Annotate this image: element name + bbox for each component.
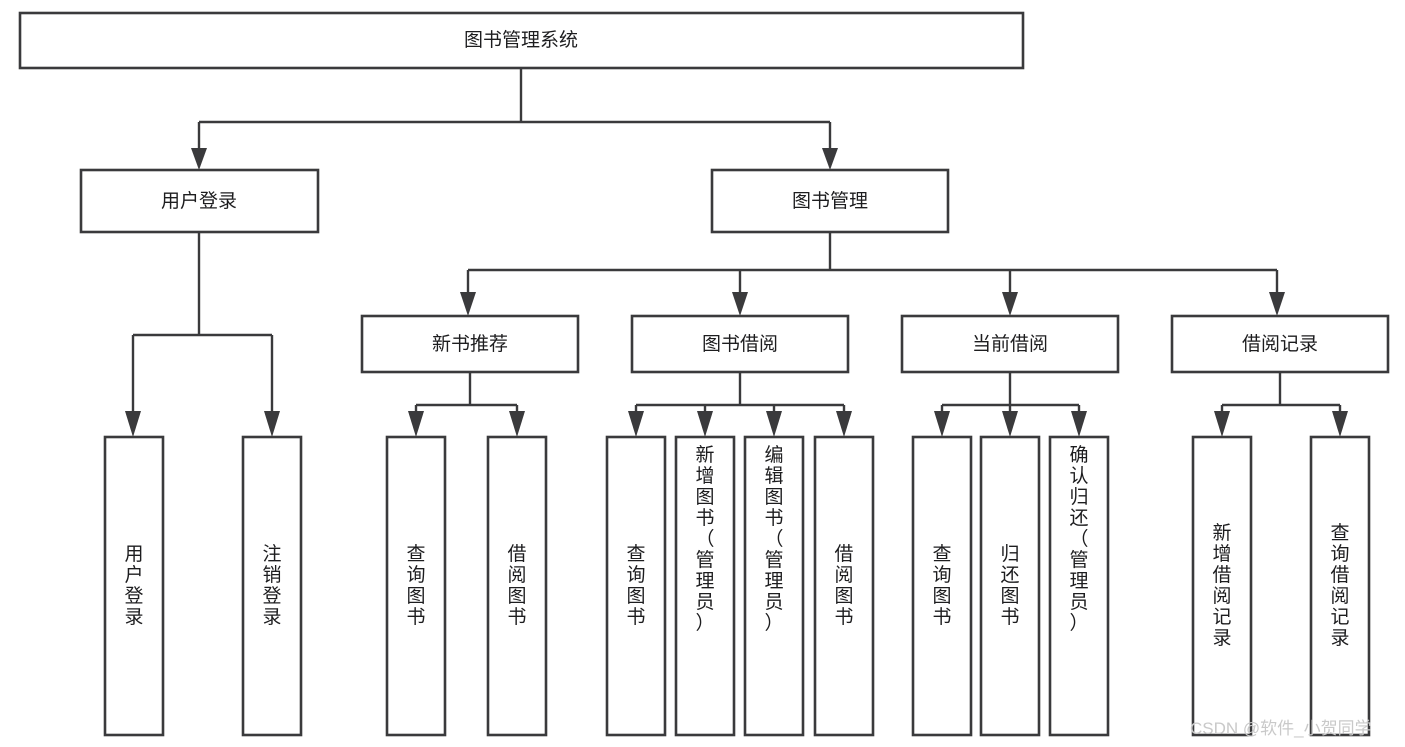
arrow-head-leaf-user-login [125, 411, 141, 437]
leaf-query-book-3-box[interactable] [911, 435, 973, 737]
arrow-head-leaf-query-book-2 [628, 411, 644, 437]
borrow-record-label: 借阅记录 [1242, 333, 1318, 355]
arrow-head-book-borrow [732, 292, 748, 316]
book-management-label: 图书管理 [792, 190, 868, 212]
arrow-head-book-management [822, 148, 838, 170]
new-book-recommend-label: 新书推荐 [432, 333, 508, 355]
current-borrow-box [900, 314, 1120, 374]
arrow-head-leaf-borrow-book-1 [509, 411, 525, 437]
leaf-return-book-box[interactable] [979, 435, 1041, 737]
arrow-head-leaf-add-borrow-record [1214, 411, 1230, 437]
node-user-login[interactable]: 用户登录 [79, 168, 320, 234]
arrow-head-leaf-borrow-book-2 [836, 411, 852, 437]
node-new-book-recommend[interactable]: 新书推荐 [360, 314, 580, 374]
node-borrow-record[interactable]: 借阅记录 [1170, 314, 1390, 374]
borrow-record-box [1170, 314, 1390, 374]
leaf-query-book-1-box[interactable] [385, 435, 447, 737]
arrow-head-leaf-logout-login [264, 411, 280, 437]
user-login-label: 用户登录 [161, 190, 237, 212]
leaf-add-borrow-record-box[interactable] [1191, 435, 1253, 737]
node-root[interactable]: 图书管理系统 [18, 11, 1025, 70]
root-box [18, 11, 1025, 70]
current-borrow-label: 当前借阅 [972, 333, 1048, 355]
leaf-query-borrow-record-box[interactable] [1309, 435, 1371, 737]
arrow-head-leaf-return-book [1002, 411, 1018, 437]
arrow-head-borrow-record [1269, 292, 1285, 316]
new-book-recommend-box [360, 314, 580, 374]
book-borrow-label: 图书借阅 [702, 333, 778, 355]
leaf-edit-book-admin-box[interactable] [743, 435, 805, 737]
node-book-borrow[interactable]: 图书借阅 [630, 314, 850, 374]
arrow-head-leaf-query-book-3 [934, 411, 950, 437]
arrow-head-leaf-query-book-1 [408, 411, 424, 437]
arrow-head-leaf-query-borrow-record [1332, 411, 1348, 437]
leaf-user-login-box[interactable] [103, 435, 165, 737]
arrow-head-leaf-edit-book-admin [766, 411, 782, 437]
arrow-head-leaf-confirm-return-admin [1071, 411, 1087, 437]
book-borrow-box [630, 314, 850, 374]
arrow-head-user-login [191, 148, 207, 170]
leaf-confirm-return-admin-box[interactable] [1048, 435, 1110, 737]
book-management-box [710, 168, 950, 234]
root-label: 图书管理系统 [464, 29, 578, 51]
node-current-borrow[interactable]: 当前借阅 [900, 314, 1120, 374]
leaf-query-book-2-box[interactable] [605, 435, 667, 737]
leaf-logout-login-box[interactable] [241, 435, 303, 737]
leaf-add-book-admin-box[interactable] [674, 435, 736, 737]
arrow-head-new-book-recommend [460, 292, 476, 316]
leaf-borrow-book-2-box[interactable] [813, 435, 875, 737]
node-book-management[interactable]: 图书管理 [710, 168, 950, 234]
arrow-head-current-borrow [1002, 292, 1018, 316]
arrow-head-leaf-add-book-admin [697, 411, 713, 437]
leaf-borrow-book-1-box[interactable] [486, 435, 548, 737]
